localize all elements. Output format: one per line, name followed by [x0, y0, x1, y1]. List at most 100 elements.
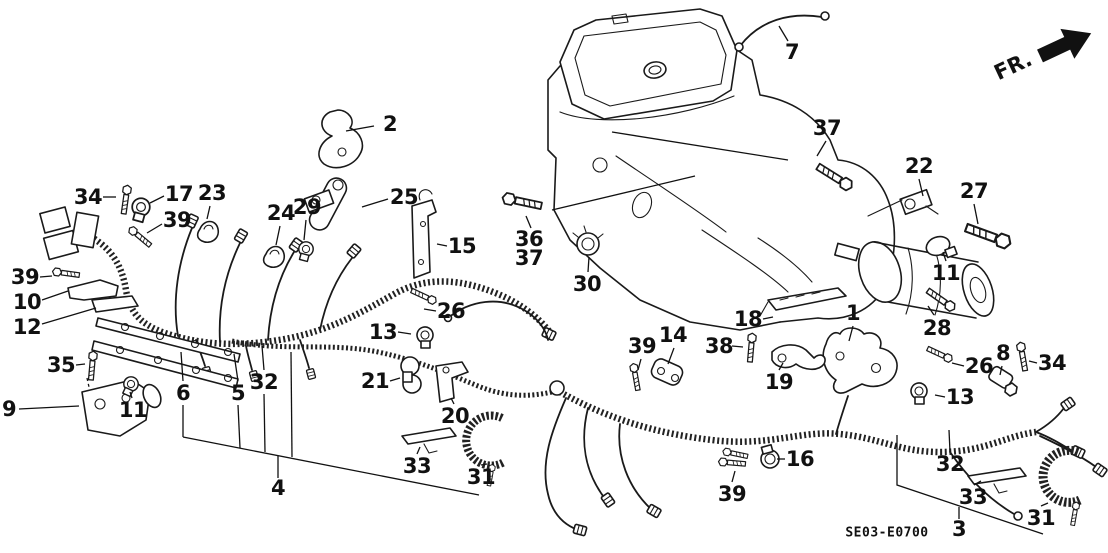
- leader-line-7: [778, 25, 789, 42]
- bolt-26-mid: [409, 286, 439, 306]
- bolt-35: [86, 350, 99, 381]
- leader-line-14: [667, 347, 675, 365]
- clip-24: [262, 245, 286, 269]
- leader-line-1: [848, 325, 854, 342]
- bolt-26-right: [925, 344, 955, 364]
- leader-line-9: [18, 405, 80, 410]
- harness-band-31-left: [462, 411, 507, 487]
- bolt-39-mid: [628, 362, 643, 392]
- bolt-39-top: [126, 224, 154, 249]
- clamp-29: [298, 241, 314, 263]
- fr-arrow-icon: [1037, 28, 1092, 63]
- group-line-3: [896, 435, 1044, 535]
- leader-line-26-right: [951, 362, 965, 367]
- leader-line-24: [275, 225, 281, 246]
- leader-line-11-left: [129, 391, 133, 399]
- bolt-27: [963, 220, 1014, 251]
- connector: [39, 206, 71, 234]
- leader-line-13-mid: [397, 331, 412, 335]
- leader-line-22: [918, 178, 924, 197]
- leader-line-33-left: [416, 446, 421, 455]
- leader-line-32-left: [261, 345, 265, 371]
- bracket-10: [67, 279, 119, 301]
- bolt-16: [721, 447, 749, 461]
- bracket-19: [771, 344, 826, 371]
- bracket-15: [411, 189, 437, 279]
- leader-line-6: [180, 351, 184, 382]
- leader-line-8: [999, 365, 1003, 376]
- leader-line-32-left: [263, 393, 266, 453]
- bolt-39-left: [51, 267, 81, 280]
- leader-line-39-top: [146, 223, 163, 234]
- bracket-9: [81, 379, 162, 437]
- bracket-18: [759, 287, 847, 317]
- bolt-34-right: [1015, 340, 1030, 372]
- clamp-17: [131, 197, 151, 224]
- oil-cap: [643, 61, 667, 79]
- leader-line-15: [436, 243, 448, 247]
- bolt-34-top: [119, 184, 133, 215]
- leader-line-12: [41, 307, 97, 325]
- leader-line-39-bottom: [731, 470, 736, 483]
- sensor-wire-loop: [443, 300, 549, 341]
- bracket-25: [303, 177, 348, 231]
- group-line-4: [182, 351, 480, 496]
- leader-line-13-right: [934, 394, 946, 398]
- leader-line-18: [762, 316, 774, 320]
- leader-line-20: [450, 397, 455, 405]
- engine-block: [547, 8, 896, 331]
- leader-line-26-mid: [423, 308, 437, 312]
- bracket-33-right: [967, 467, 1027, 494]
- leader-line-35: [75, 363, 86, 366]
- sensor-8: [988, 365, 1018, 397]
- leader-line-33-right: [973, 480, 982, 486]
- harness-mid-section: [231, 338, 557, 398]
- bracket-2: [318, 109, 364, 169]
- connector: [70, 211, 100, 249]
- main-engine-harness: [544, 380, 1108, 537]
- leader-line-31-left: [480, 463, 488, 466]
- clamp-16: [760, 444, 780, 469]
- leader-line-37-top: [816, 140, 827, 157]
- leader-line-11-right: [942, 251, 947, 262]
- starter-motor: [834, 241, 995, 319]
- leader-line-25: [361, 198, 389, 208]
- clamp-13-mid: [414, 324, 438, 352]
- clamp-13-right: [908, 380, 932, 408]
- injector-harness: [39, 206, 558, 383]
- bracket-1: [822, 327, 898, 394]
- leader-line-31-right: [1040, 502, 1049, 507]
- clamp-21: [400, 356, 422, 394]
- leader-line-10: [41, 290, 69, 301]
- bolt-39-bottom: [717, 457, 747, 469]
- bracket-20: [435, 361, 469, 403]
- leader-line-23: [206, 205, 211, 220]
- leader-line-5: [237, 404, 241, 449]
- bolt-38: [745, 332, 758, 363]
- bolt-37-top: [814, 160, 856, 194]
- leader-line-2: [345, 125, 375, 132]
- leader-line-19: [778, 362, 784, 371]
- leader-line-27: [973, 203, 979, 225]
- bracket-14: [650, 358, 684, 386]
- leader-line-17: [149, 195, 165, 204]
- leader-line-39-mid: [637, 358, 642, 371]
- bracket-33-left: [401, 427, 457, 454]
- leader-line-30: [587, 256, 590, 273]
- harness-band-31-right: [1038, 445, 1082, 527]
- leader-line-5: [233, 353, 239, 382]
- grommet-30: [572, 225, 604, 256]
- leader-line-36: [525, 215, 532, 229]
- bracket-22: [867, 188, 939, 217]
- leader-line-38: [731, 345, 744, 348]
- transmission-housing: [736, 49, 896, 323]
- leader-line-28: [927, 305, 935, 316]
- engine-ground-wire-7: [734, 11, 830, 52]
- clip-23: [196, 220, 220, 244]
- sensor-11-right: [925, 235, 958, 259]
- leader-lines: [18, 25, 1049, 519]
- leader-line-34-right: [1028, 360, 1038, 364]
- leader-line-21: [389, 377, 401, 382]
